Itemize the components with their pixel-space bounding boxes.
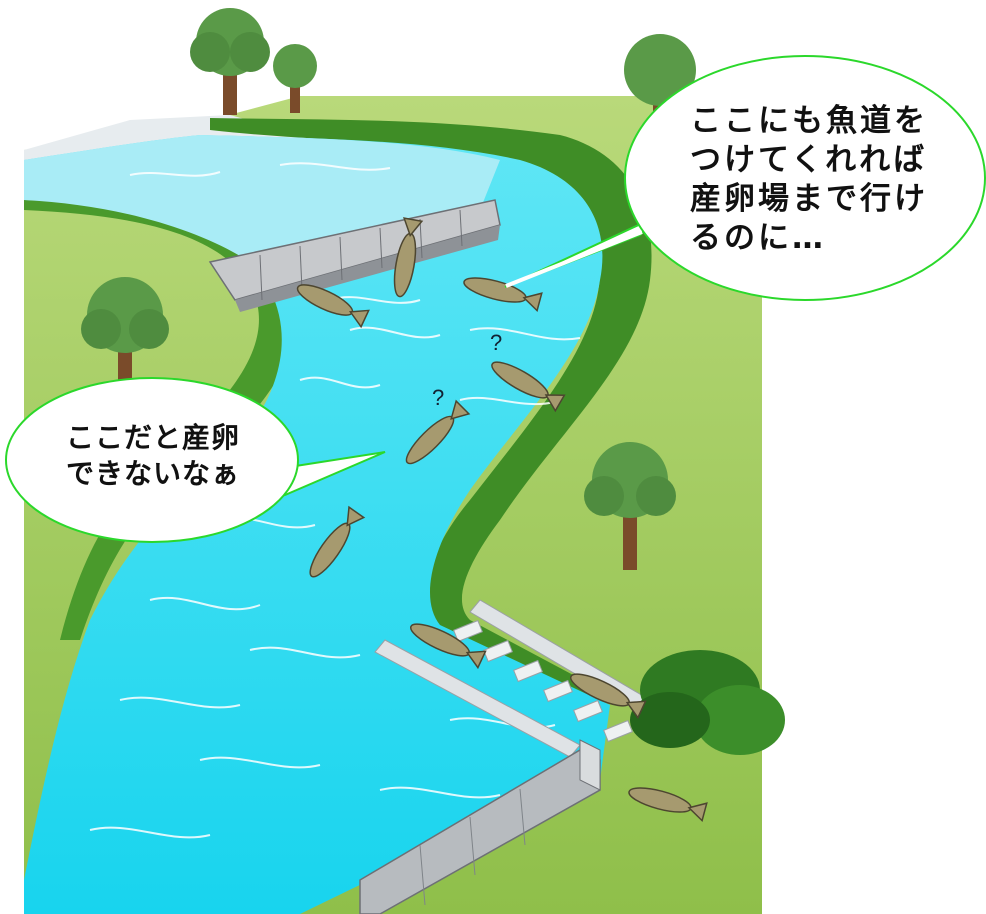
shrubs xyxy=(630,650,785,755)
speech-bubble-left xyxy=(5,377,386,543)
question-mark: ? xyxy=(432,385,444,410)
question-mark: ? xyxy=(490,330,502,355)
lower-weir xyxy=(359,739,601,914)
speech-bubble-right xyxy=(504,55,986,301)
fish-icon xyxy=(296,217,708,823)
speech-bubble-right-text: ここにも魚道を つけてくれれば 産卵場まで行け るのに… xyxy=(690,103,928,256)
speech-bubble-left-text: ここだと産卵 できないなぁ xyxy=(66,421,241,490)
river-water xyxy=(24,135,610,914)
